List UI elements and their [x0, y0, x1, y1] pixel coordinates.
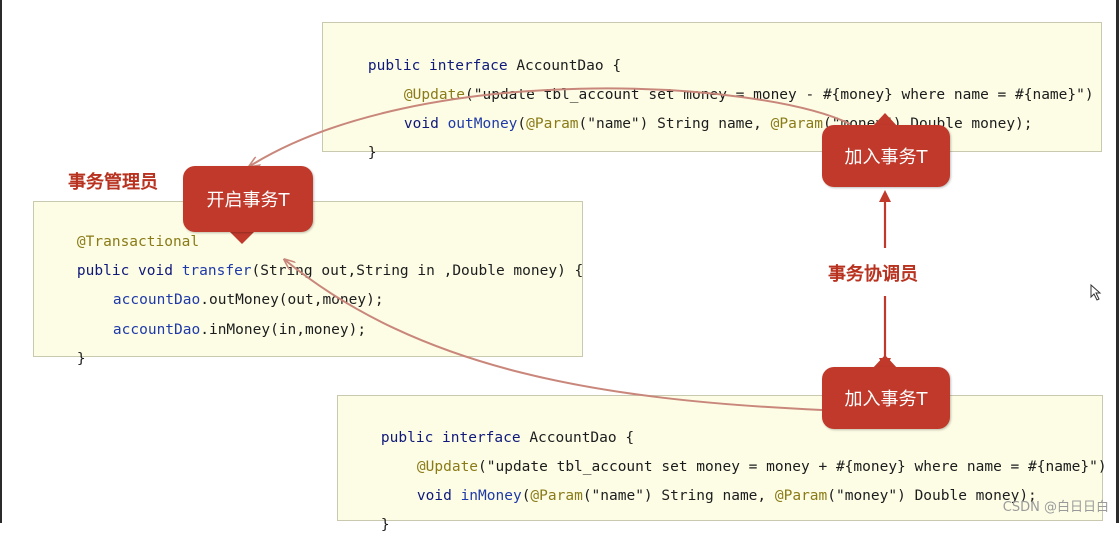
annotation: @Param: [530, 488, 583, 504]
keyword: public interface: [367, 58, 517, 74]
join-bottom-bubble-tail: [872, 355, 898, 369]
code-line: public void transfer(String out,String i…: [42, 241, 583, 301]
code-text: ("money") Double money);: [827, 488, 1037, 504]
top-curved-arrow: [250, 87, 851, 166]
keyword: void: [403, 116, 448, 132]
code-line: public interface AccountDao {: [346, 408, 634, 468]
transaction-manager-label: 事务管理员: [68, 172, 158, 193]
bottom-curved-arrow: [285, 260, 823, 411]
code-line: }: [42, 329, 86, 389]
code-line: void inMoney(@Param("name") String name,…: [382, 466, 1037, 526]
code-text: ("name") String name,: [582, 488, 775, 504]
bubble-label: 开启事务T: [206, 190, 290, 211]
code-line: }: [333, 123, 377, 183]
bubble-label: 加入事务T: [844, 147, 928, 168]
code-text: .inMoney(in,money);: [200, 322, 367, 338]
annotation: @Param: [770, 116, 823, 132]
field-name: accountDao: [112, 322, 201, 338]
code-text: (: [521, 488, 531, 504]
transaction-coordinator-label: 事务协调员: [828, 264, 918, 285]
method-name: outMoney: [447, 116, 518, 132]
code-line: accountDao.outMoney(out,money);: [78, 270, 384, 330]
start-transaction-bubble: 开启事务T: [183, 166, 313, 232]
annotation: @Transactional: [76, 234, 200, 250]
code-text: (String out,String in ,Double money) {: [251, 263, 584, 279]
bubble-label: 加入事务T: [844, 389, 928, 410]
bottom-code-box: public interface AccountDao { @Update("u…: [337, 395, 1107, 533]
field-name: accountDao: [112, 292, 201, 308]
keyword: public interface: [380, 430, 530, 446]
sql-string: ("update tbl_account set money = money +…: [478, 459, 1107, 475]
annotation: @Param: [774, 488, 828, 504]
start-bubble-tail: [228, 230, 256, 244]
closing-brace: }: [367, 145, 377, 161]
code-line: public interface AccountDao {: [333, 36, 621, 96]
watermark: CSDN @白日日白: [1002, 500, 1109, 515]
type-name: AccountDao {: [516, 58, 622, 74]
join-transaction-bubble-top: 加入事务T: [822, 125, 950, 187]
left-frame-border: [0, 0, 2, 523]
join-top-bubble-tail: [872, 113, 898, 127]
flow-arrows: [228, 87, 1102, 411]
code-text: .outMoney(out,money);: [200, 292, 384, 308]
code-line: @Update("update tbl_account set money = …: [382, 437, 1107, 497]
annotation: @Update: [416, 459, 479, 475]
method-name: inMoney: [460, 488, 522, 504]
code-text: ("name") String name,: [578, 116, 771, 132]
keyword: void: [416, 488, 461, 504]
method-name: transfer: [181, 263, 252, 279]
keyword: public void: [76, 263, 182, 279]
right-frame-border: [1116, 0, 1119, 523]
top-code-box: public interface AccountDao { @Update("u…: [322, 22, 1102, 161]
join-transaction-bubble-bottom: 加入事务T: [822, 367, 950, 429]
annotation: @Param: [526, 116, 579, 132]
code-text: (: [517, 116, 527, 132]
code-line: accountDao.inMoney(in,money);: [78, 300, 366, 360]
mouse-cursor-icon: [1090, 283, 1102, 301]
code-line: @Transactional: [42, 212, 199, 272]
closing-brace: }: [76, 351, 86, 367]
type-name: AccountDao {: [529, 430, 635, 446]
